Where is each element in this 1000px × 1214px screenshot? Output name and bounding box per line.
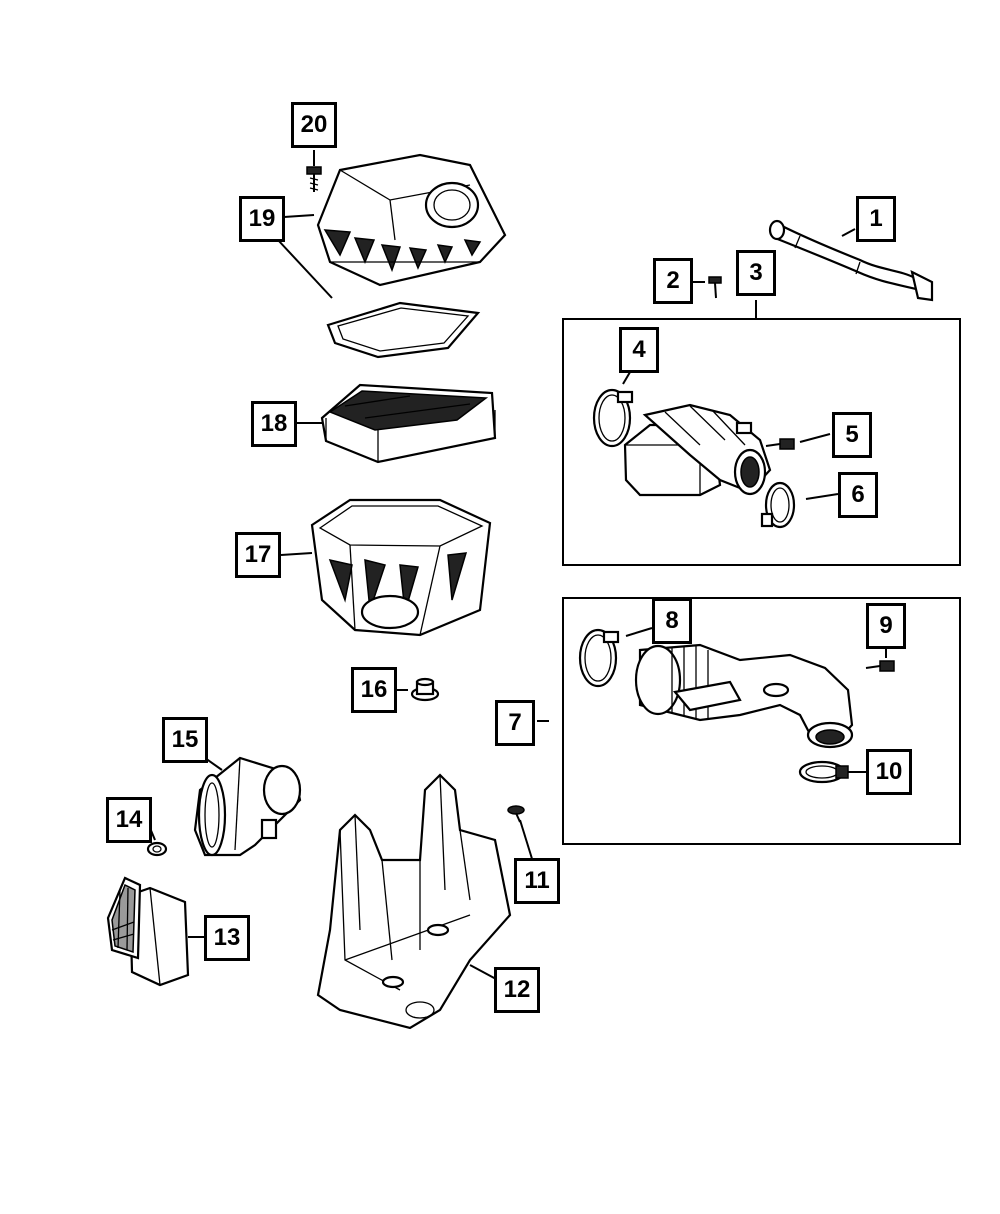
callout-1: 1 <box>856 196 896 242</box>
part-filter-18 <box>320 383 497 464</box>
part-sensor-9 <box>865 660 895 672</box>
callout-19: 19 <box>239 196 285 242</box>
part-sensor-5 <box>765 438 795 450</box>
part-bolt-11 <box>507 805 525 823</box>
leader-lines <box>149 150 887 980</box>
callout-6: 6 <box>838 472 878 518</box>
part-clamp-4 <box>592 388 634 448</box>
part-clamp-8 <box>578 628 620 688</box>
part-screw-20 <box>306 166 322 192</box>
callout-15: 15 <box>162 717 208 763</box>
callout-11: 11 <box>514 858 560 904</box>
callout-8: 8 <box>652 598 692 644</box>
callout-13: 13 <box>204 915 250 961</box>
part-grommet-16 <box>410 677 440 702</box>
part-ring-14 <box>146 841 168 857</box>
callout-7: 7 <box>495 700 535 746</box>
callout-18: 18 <box>251 401 297 447</box>
part-air-box-17 <box>310 498 492 637</box>
callout-16: 16 <box>351 667 397 713</box>
callout-10: 10 <box>866 749 912 795</box>
part-intake-tube-7 <box>634 643 854 749</box>
callout-12: 12 <box>494 967 540 1013</box>
part-clamp-10 <box>798 760 849 784</box>
callout-20: 20 <box>291 102 337 148</box>
callout-14: 14 <box>106 797 152 843</box>
group-frame-7 <box>562 597 961 845</box>
group-frame-3 <box>562 318 961 566</box>
part-air-cleaner-cover-19 <box>316 153 507 287</box>
callout-4: 4 <box>619 327 659 373</box>
part-hose-1 <box>768 219 934 302</box>
part-resonator-3 <box>623 403 772 497</box>
part-clamp-6 <box>760 481 796 529</box>
callout-2: 2 <box>653 258 693 304</box>
callout-17: 17 <box>235 532 281 578</box>
part-duct-15 <box>193 756 302 857</box>
part-bracket-12 <box>316 773 512 1030</box>
part-gasket <box>326 301 481 359</box>
callout-9: 9 <box>866 603 906 649</box>
callout-3: 3 <box>736 250 776 296</box>
part-screw-2 <box>708 276 722 299</box>
part-intake-13 <box>106 876 190 987</box>
callout-5: 5 <box>832 412 872 458</box>
